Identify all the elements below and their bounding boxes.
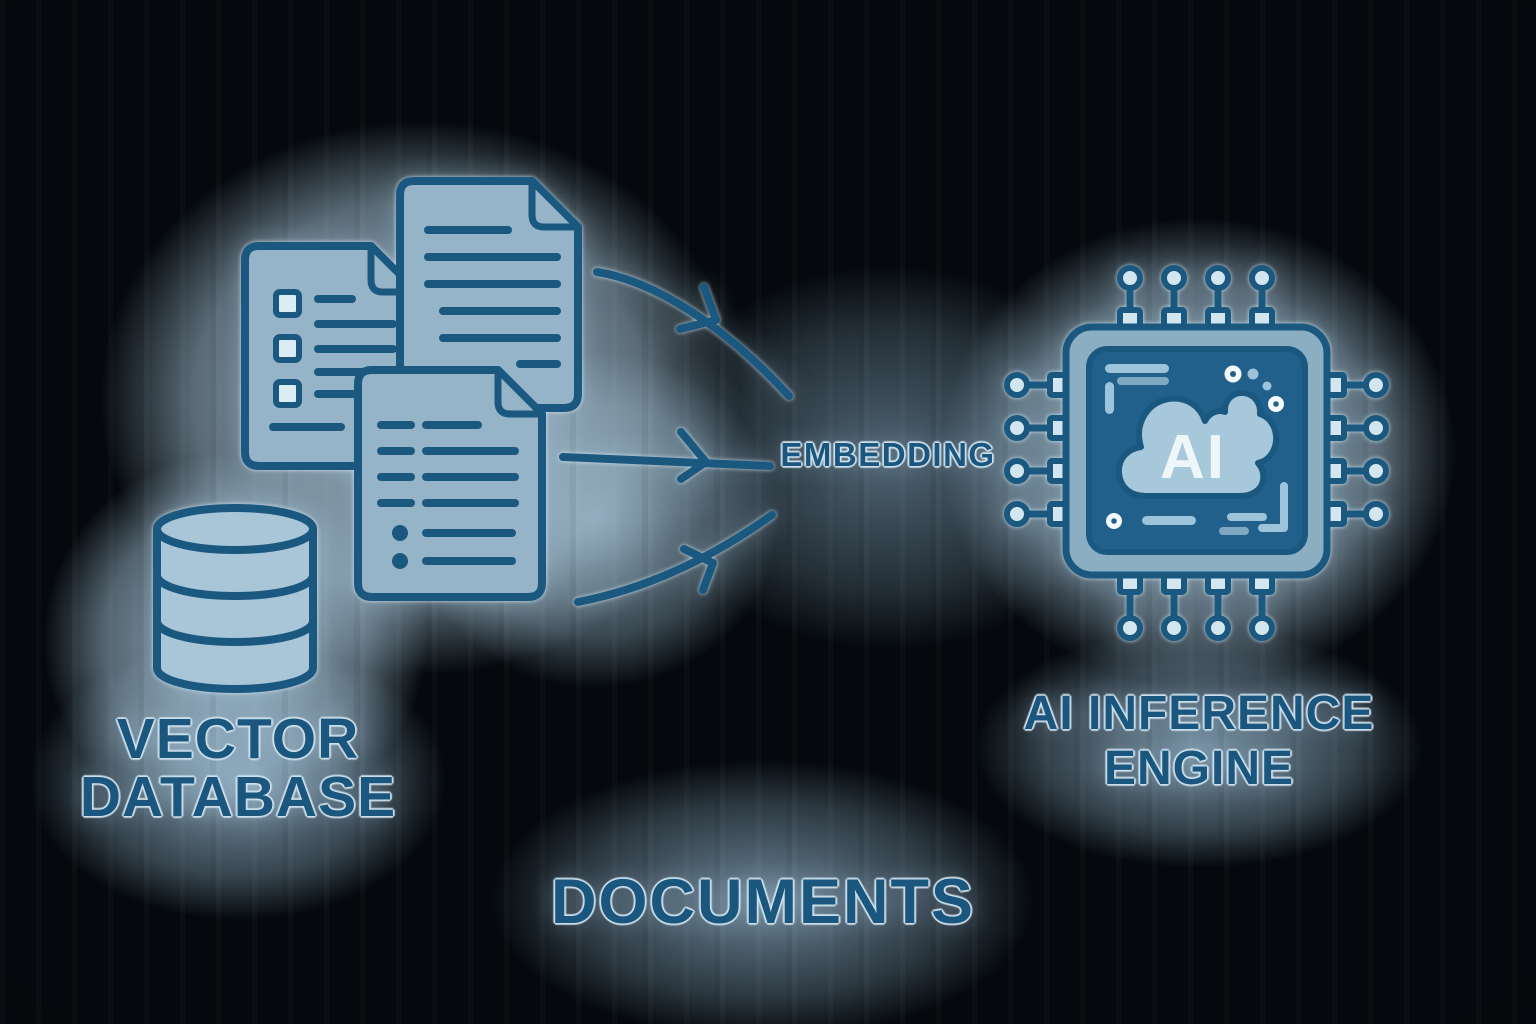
- arrow-top: [593, 268, 793, 400]
- arrow-bottom: [574, 511, 776, 606]
- vector-database-label-line1: VECTOR: [116, 707, 360, 771]
- ai-inference-engine-label: AI INFERENCE ENGINE: [1024, 686, 1375, 796]
- document-text-lines: [424, 226, 561, 368]
- chip-pins-left: [1004, 372, 1070, 527]
- vector-database-label-line2: DATABASE: [79, 765, 397, 829]
- document-stack-icon: [241, 177, 582, 601]
- chip-ai-text: AI: [1160, 423, 1226, 492]
- database-cylinder-icon: [153, 504, 317, 693]
- ai-chip-icon: AI: [1004, 265, 1389, 641]
- ai-inference-engine-label-line2: ENGINE: [1103, 742, 1295, 795]
- converging-arrows-icon: [559, 268, 793, 606]
- chip-pins-top: [1117, 265, 1275, 330]
- ai-cloud-icon: AI: [1115, 389, 1280, 499]
- text-document-icon: [396, 177, 582, 412]
- arrow-middle: [559, 428, 774, 483]
- embedding-label: EMBEDDING: [780, 436, 996, 473]
- bulleted-document-icon: [354, 366, 546, 601]
- document-text-lines: [377, 421, 519, 569]
- chip-pins-bottom: [1117, 572, 1275, 641]
- checklist-rows: [269, 289, 397, 431]
- ai-inference-engine-label-line1: AI INFERENCE: [1023, 687, 1375, 740]
- chip-circuit-details: [1105, 364, 1288, 535]
- checklist-document-icon: [241, 242, 421, 470]
- vector-database-label: VECTOR DATABASE: [80, 710, 396, 826]
- chip-pins-right: [1324, 372, 1389, 527]
- documents-label: DOCUMENTS: [551, 867, 975, 937]
